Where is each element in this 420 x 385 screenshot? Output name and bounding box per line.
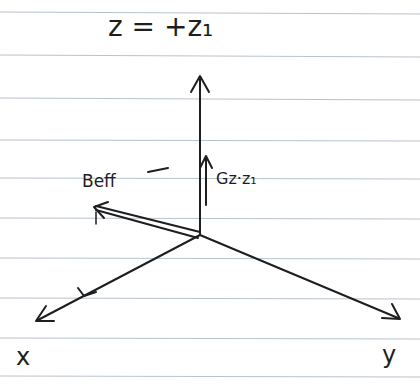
gradient-arrowhead: [200, 156, 212, 168]
y-axis: [200, 235, 398, 318]
vector-label: Gz·z₁: [216, 170, 257, 188]
axis-label: y: [382, 342, 396, 368]
vector-label: Beff: [82, 172, 116, 191]
z-axis: [199, 78, 201, 235]
beff-vector-edge: [96, 210, 198, 238]
gradient-vector: [205, 158, 207, 205]
axis-label: x: [16, 344, 30, 370]
dash-mark: [148, 168, 168, 172]
x-axis: [38, 235, 200, 320]
x-mark: [78, 288, 96, 296]
z-arrowhead: [191, 76, 209, 92]
paper-rules: [0, 12, 420, 377]
beff-vector: [96, 206, 200, 232]
y-arrowhead: [382, 304, 400, 319]
beff-tick: [95, 212, 97, 224]
axis-title: z = +z₁: [108, 12, 213, 43]
x-arrowhead: [36, 306, 54, 321]
